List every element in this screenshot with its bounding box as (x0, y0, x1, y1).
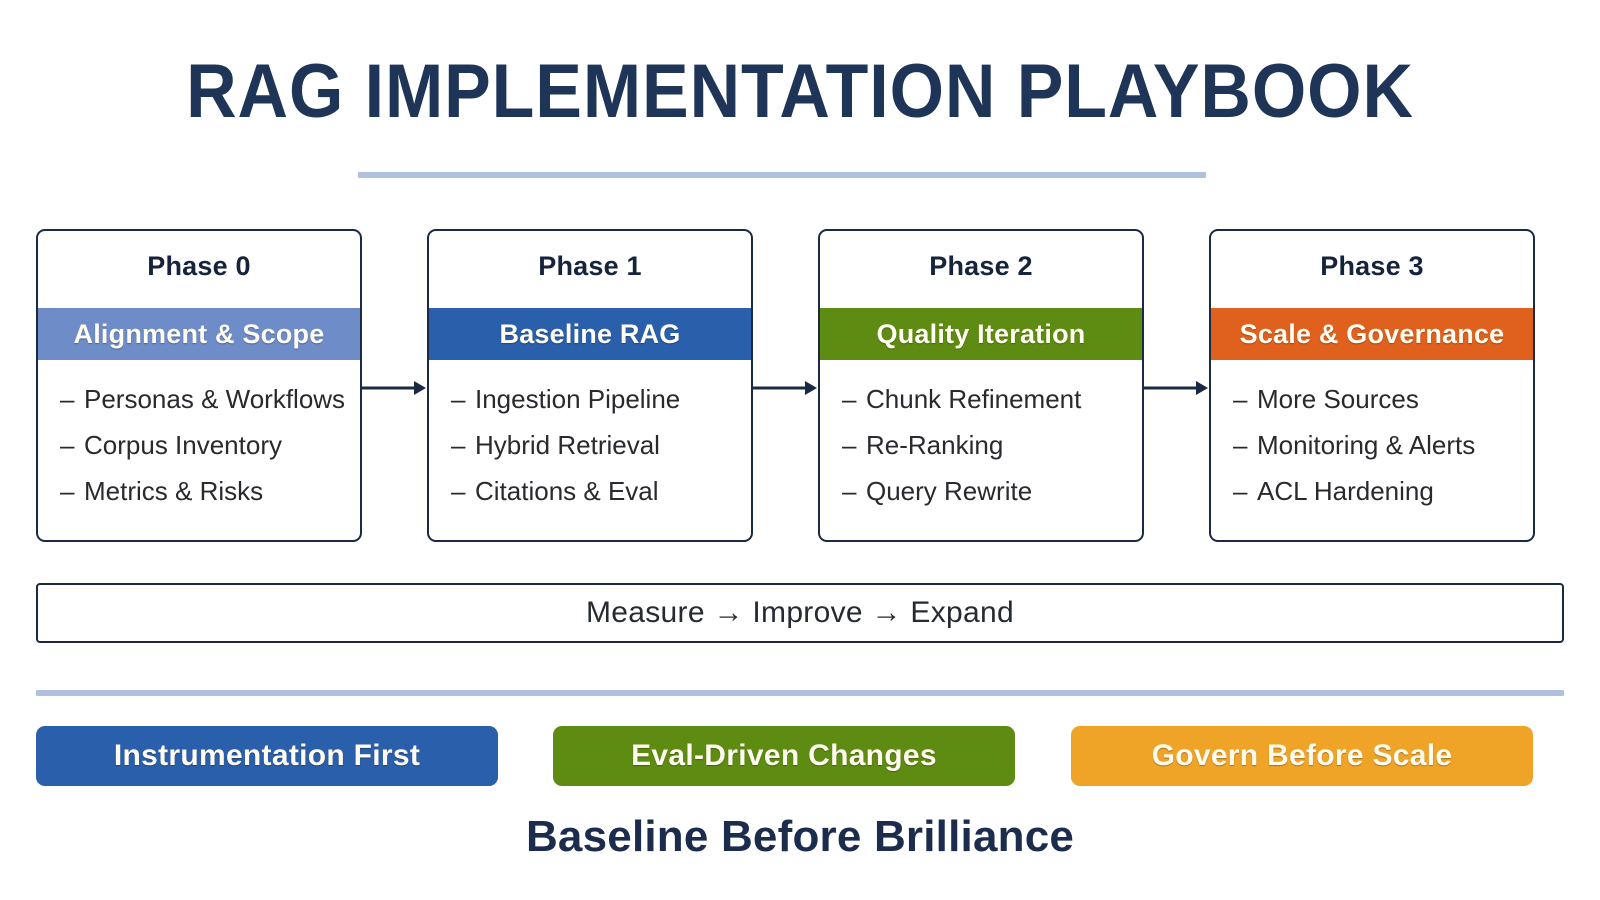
cycle-bar-label: Measure → Improve → Expand (586, 596, 1014, 629)
dash-icon: – (451, 384, 466, 414)
list-item: –More Sources (1233, 376, 1523, 422)
dash-icon: – (842, 430, 857, 460)
phase-card-0-title: Phase 0 (147, 251, 251, 281)
list-item: –Monitoring & Alerts (1233, 422, 1523, 468)
phase-card-2-items: –Chunk Refinement –Re-Ranking –Query Rew… (842, 376, 1132, 514)
arrow-right-icon (362, 379, 426, 397)
phase-card-0[interactable]: Phase 0 Alignment & Scope –Personas & Wo… (36, 229, 362, 542)
dash-icon: – (60, 384, 75, 414)
dash-icon: – (451, 430, 466, 460)
list-item-label: Hybrid Retrieval (475, 430, 660, 460)
list-item: –Metrics & Risks (60, 468, 350, 514)
list-item-label: Ingestion Pipeline (475, 384, 681, 414)
list-item: –Citations & Eval (451, 468, 741, 514)
phase-card-1-band: Baseline RAG (429, 308, 751, 360)
list-item-label: Citations & Eval (475, 476, 659, 506)
phase-card-3-items: –More Sources –Monitoring & Alerts –ACL … (1233, 376, 1523, 514)
list-item-label: Query Rewrite (866, 476, 1033, 506)
phase-card-2-band-label: Quality Iteration (876, 318, 1086, 349)
list-item: –Re-Ranking (842, 422, 1132, 468)
principle-pill-label: Govern Before Scale (1151, 739, 1453, 772)
principle-pills-row: Instrumentation First Eval-Driven Change… (36, 726, 1564, 788)
list-item: –Chunk Refinement (842, 376, 1132, 422)
list-item-label: Corpus Inventory (84, 430, 282, 460)
list-item-label: Monitoring & Alerts (1257, 430, 1476, 460)
phase-card-3-band: Scale & Governance (1211, 308, 1533, 360)
phase-card-3-band-label: Scale & Governance (1239, 318, 1505, 349)
phase-card-2[interactable]: Phase 2 Quality Iteration –Chunk Refinem… (818, 229, 1144, 542)
list-item-label: Chunk Refinement (866, 384, 1082, 414)
arrow-right-icon (1144, 379, 1208, 397)
phase-card-0-band: Alignment & Scope (38, 308, 360, 360)
phase-card-1-items: –Ingestion Pipeline –Hybrid Retrieval –C… (451, 376, 741, 514)
phase-card-1[interactable]: Phase 1 Baseline RAG –Ingestion Pipeline… (427, 229, 753, 542)
dash-icon: – (842, 384, 857, 414)
title-divider (358, 172, 1206, 178)
list-item-label: Re-Ranking (866, 430, 1004, 460)
tagline: Baseline Before Brilliance (525, 812, 1075, 861)
list-item: –Corpus Inventory (60, 422, 350, 468)
list-item-label: Metrics & Risks (84, 476, 264, 506)
lower-divider (36, 690, 1564, 696)
principle-pill-eval-driven-changes[interactable]: Eval-Driven Changes (553, 726, 1015, 786)
phase-cards-row: Phase 0 Alignment & Scope –Personas & Wo… (36, 229, 1564, 544)
list-item: –ACL Hardening (1233, 468, 1523, 514)
phase-card-1-band-label: Baseline RAG (499, 318, 681, 349)
dash-icon: – (1233, 476, 1248, 506)
phase-card-3-title: Phase 3 (1320, 251, 1424, 281)
list-item: –Personas & Workflows (60, 376, 350, 422)
list-item-label: ACL Hardening (1257, 476, 1434, 506)
dash-icon: – (1233, 430, 1248, 460)
dash-icon: – (60, 476, 75, 506)
cycle-bar: Measure → Improve → Expand (36, 583, 1564, 643)
list-item-label: Personas & Workflows (84, 384, 346, 414)
phase-card-2-title: Phase 2 (929, 251, 1033, 281)
list-item: –Ingestion Pipeline (451, 376, 741, 422)
list-item-label: More Sources (1257, 384, 1419, 414)
principle-pill-label: Instrumentation First (113, 739, 421, 772)
arrow-right-icon (753, 379, 817, 397)
phase-card-0-band-label: Alignment & Scope (73, 318, 325, 349)
dash-icon: – (60, 430, 75, 460)
page-title: RAG IMPLEMENTATION PLAYBOOK (186, 49, 1414, 134)
dash-icon: – (842, 476, 857, 506)
phase-card-1-title: Phase 1 (538, 251, 642, 281)
dash-icon: – (451, 476, 466, 506)
principle-pill-govern-before-scale[interactable]: Govern Before Scale (1071, 726, 1533, 786)
phase-card-2-band: Quality Iteration (820, 308, 1142, 360)
principle-pill-instrumentation-first[interactable]: Instrumentation First (36, 726, 498, 786)
dash-icon: – (1233, 384, 1248, 414)
principle-pill-label: Eval-Driven Changes (631, 739, 937, 772)
phase-card-3[interactable]: Phase 3 Scale & Governance –More Sources… (1209, 229, 1535, 542)
phase-card-0-items: –Personas & Workflows –Corpus Inventory … (60, 376, 350, 514)
list-item: –Query Rewrite (842, 468, 1132, 514)
list-item: –Hybrid Retrieval (451, 422, 741, 468)
